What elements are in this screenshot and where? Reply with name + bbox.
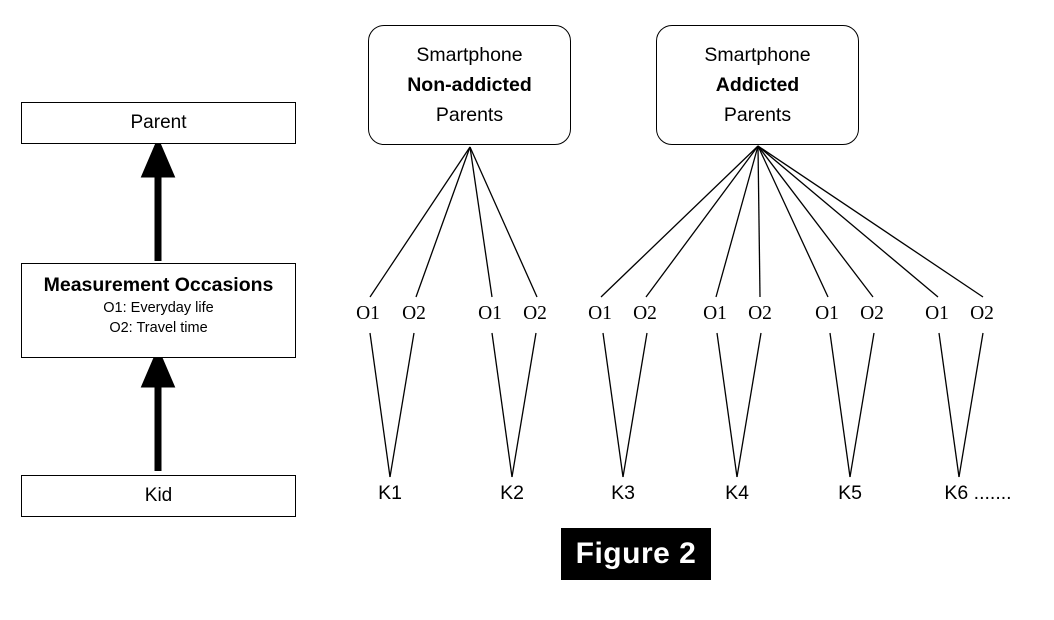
occasion-node: O1	[588, 303, 612, 324]
occasion-node: O2	[402, 303, 426, 324]
kid-node: K1	[378, 482, 402, 504]
occasion-node: O2	[633, 303, 657, 324]
kid-node: K4	[725, 482, 749, 504]
occasion-to-kid-links	[369, 332, 984, 478]
kid-node: K6 .......	[944, 482, 1012, 504]
group-line-1: Smartphone	[704, 44, 811, 66]
occasion-node: O1	[703, 303, 727, 324]
occasion-node: O1	[815, 303, 839, 324]
occasion-definition-o1: O1: Everyday life	[103, 300, 214, 316]
occasion-node: O2	[970, 303, 994, 324]
measurement-occasions-title: Measurement Occasions	[43, 274, 274, 296]
kid-level-box: Kid	[21, 475, 296, 517]
kid-node: K5	[838, 482, 862, 504]
fan-non-addicted	[369, 146, 538, 298]
fan-addicted	[600, 145, 984, 298]
measurement-occasions-box: Measurement Occasions O1: Everyday life …	[21, 263, 296, 358]
kid-level-label: Kid	[144, 485, 173, 506]
group-line-1: Smartphone	[416, 44, 523, 66]
occasion-node: O1	[925, 303, 949, 324]
group-line-2: Non-addicted	[407, 74, 532, 96]
group-line-3: Parents	[435, 104, 504, 126]
parent-level-box: Parent	[21, 102, 296, 144]
kid-to-measurement-arrow	[140, 347, 176, 471]
occasion-node: O1	[356, 303, 380, 324]
group-line-2: Addicted	[715, 74, 800, 96]
figure-caption: Figure 2	[561, 528, 711, 580]
group-box-addicted: Smartphone Addicted Parents	[656, 25, 859, 145]
occasion-definition-o2: O2: Travel time	[109, 320, 208, 336]
kid-node: K3	[611, 482, 635, 504]
occasion-node: O2	[748, 303, 772, 324]
parent-level-label: Parent	[130, 112, 187, 133]
occasion-node: O2	[860, 303, 884, 324]
occasion-node: O1	[478, 303, 502, 324]
kid-node: K2	[500, 482, 524, 504]
group-line-3: Parents	[723, 104, 792, 126]
group-box-non-addicted: Smartphone Non-addicted Parents	[368, 25, 571, 145]
occasion-node: O2	[523, 303, 547, 324]
measurement-to-parent-arrow	[140, 137, 176, 261]
